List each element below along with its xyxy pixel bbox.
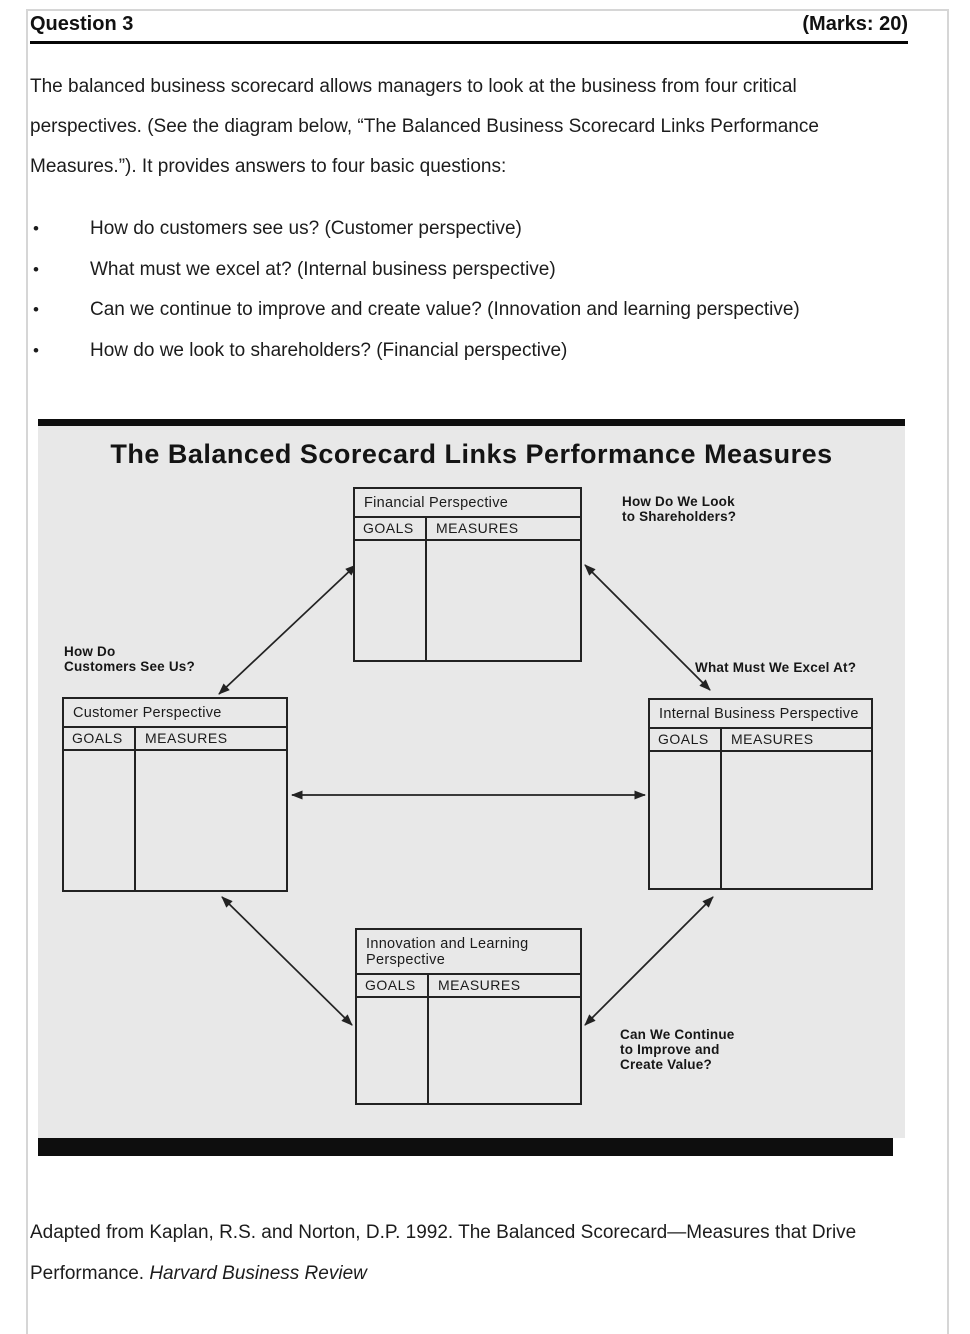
financial-perspective-box: Financial Perspective GOALS MEASURES [353,487,582,662]
citation-line2: Performance. Harvard Business Review [30,1253,930,1294]
label-shareholders-question: How Do We Look to Shareholders? [622,494,737,524]
box-body-row [355,541,580,660]
goals-cell [355,541,427,660]
diagram-top-rule [38,419,905,426]
goals-header: GOALS [357,975,429,996]
box-title: Innovation and Learning Perspective [357,930,580,975]
box-body-row [64,751,286,890]
intro-paragraph: The balanced business scorecard allows m… [30,76,819,177]
marks-label: (Marks: 20) [802,13,908,35]
bullet-list: • How do customers see us? (Customer per… [33,209,913,371]
arrow-customer-innovation [221,896,353,1026]
measures-cell [429,998,580,1103]
bullet-text: How do customers see us? (Customer persp… [90,218,522,239]
goals-cell [357,998,429,1103]
bullet-text: Can we continue to improve and create va… [90,299,800,320]
citation-line2-text: Performance. [30,1263,150,1284]
customer-perspective-box: Customer Perspective GOALS MEASURES [62,697,288,892]
goals-cell [650,752,722,888]
diagram-title: The Balanced Scorecard Links Performance… [110,439,833,469]
bullet-icon: • [33,300,39,319]
bullet-item: • How do customers see us? (Customer per… [33,209,913,250]
box-header-row: GOALS MEASURES [650,729,871,752]
measures-header: MEASURES [438,977,521,993]
box-title: Customer Perspective [64,699,286,728]
box-title: Financial Perspective [355,489,580,518]
box-body-row [650,752,871,888]
label-customers-question: How Do Customers See Us? [64,644,195,674]
measures-header: MEASURES [145,730,228,746]
internal-business-perspective-box: Internal Business Perspective GOALS MEAS… [648,698,873,890]
citation-line1: Adapted from Kaplan, R.S. and Norton, D.… [30,1222,857,1243]
label-improve-question: Can We Continue to Improve and Create Va… [620,1027,735,1072]
scorecard-diagram: The Balanced Scorecard Links Performance… [38,419,905,1157]
innovation-learning-perspective-box: Innovation and Learning Perspective GOAL… [355,928,582,1105]
box-header-row: GOALS MEASURES [357,975,580,998]
diagram-canvas: The Balanced Scorecard Links Performance… [38,426,905,1138]
goals-header: GOALS [355,518,427,539]
measures-header: MEASURES [436,520,519,536]
goals-cell [64,751,136,890]
bullet-item: • What must we excel at? (Internal busin… [33,250,913,291]
measures-header: MEASURES [731,731,814,747]
question-header: Question 3 (Marks: 20) [30,13,908,44]
measures-cell [136,751,286,890]
bullet-text: What must we excel at? (Internal busines… [90,258,556,280]
label-excel-question: What Must We Excel At? [695,660,857,675]
bullet-icon: • [33,219,39,238]
diagram-bottom-rule [38,1138,893,1156]
goals-header: GOALS [650,729,722,750]
arrow-innovation-internal [584,896,714,1026]
arrow-financial-internal [584,564,711,691]
box-title: Internal Business Perspective [650,700,871,729]
bullet-item: • How do we look to shareholders? (Finan… [33,331,913,372]
box-body-row [357,998,580,1103]
measures-cell [722,752,871,888]
bullet-item: • Can we continue to improve and create … [33,290,913,331]
box-header-row: GOALS MEASURES [64,728,286,751]
arrow-financial-customer [218,564,357,695]
citation: Adapted from Kaplan, R.S. and Norton, D.… [30,1212,930,1294]
citation-journal: Harvard Business Review [149,1263,367,1284]
bullet-icon: • [33,259,39,279]
bullet-icon: • [33,340,39,360]
question-title: Question 3 [30,13,134,35]
bullet-text: How do we look to shareholders? (Financi… [90,339,568,361]
goals-header: GOALS [64,728,136,749]
measures-cell [427,541,580,660]
box-header-row: GOALS MEASURES [355,518,580,541]
